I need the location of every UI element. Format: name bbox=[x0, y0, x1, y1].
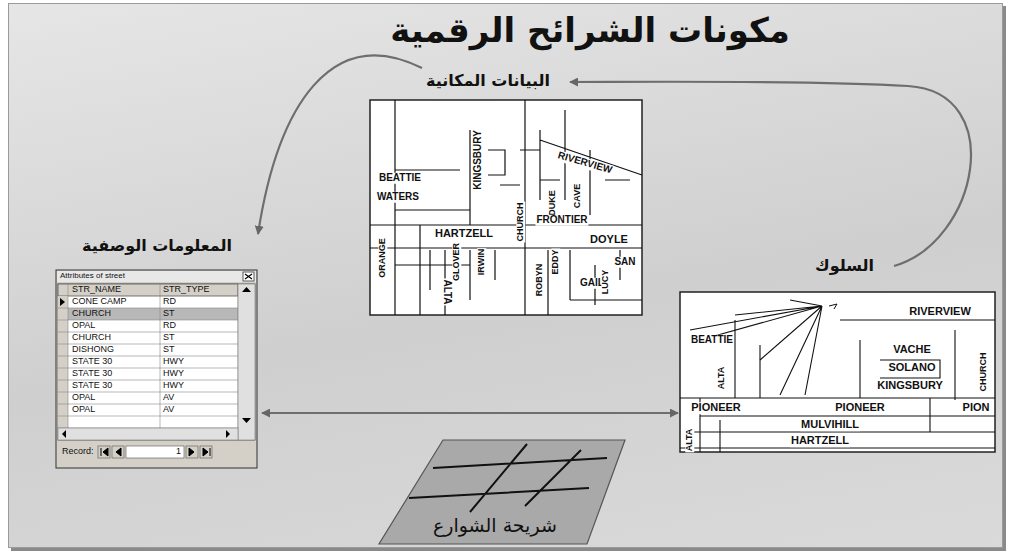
street-name: ALTA bbox=[442, 278, 453, 305]
street-name: EDDY bbox=[551, 248, 560, 275]
street-name: SOLANO bbox=[887, 362, 936, 374]
table-cell: RD bbox=[163, 297, 176, 306]
table-cell: OPAL bbox=[72, 393, 95, 402]
street-name: ORANGE bbox=[378, 237, 387, 279]
table-cell: CHURCH bbox=[72, 333, 111, 342]
street-map bbox=[370, 100, 642, 315]
street-name: ALTA bbox=[685, 428, 694, 453]
street-name: GLOVER bbox=[452, 242, 461, 282]
layer-label: شريحة الشوارع bbox=[433, 514, 557, 536]
table-cell: ST bbox=[163, 333, 175, 342]
street-name: KINGSBURY bbox=[876, 380, 944, 392]
table-cell: HWY bbox=[163, 357, 184, 366]
component-label: البيانات المكانية bbox=[426, 71, 550, 90]
street-name: LUCY bbox=[601, 269, 610, 296]
table-cell: Record: bbox=[62, 447, 94, 456]
street-name: DOYLE bbox=[589, 234, 629, 246]
table-cell: STATE 30 bbox=[72, 381, 112, 390]
street-name: PION bbox=[962, 402, 991, 414]
table-cell: OPAL bbox=[72, 405, 95, 414]
street-name: HARTZELL bbox=[434, 228, 494, 240]
street-name: HARTZELL bbox=[790, 435, 850, 447]
street-name: ALTA bbox=[717, 366, 726, 391]
table-cell: OPAL bbox=[72, 321, 95, 330]
street-name: PIONEER bbox=[690, 402, 742, 414]
street-name: BEATTIE bbox=[378, 173, 422, 184]
table-cell: ST bbox=[163, 345, 175, 354]
table-cell: STR_TYPE bbox=[163, 285, 210, 294]
street-name: DUKE bbox=[548, 189, 557, 217]
table-cell: RD bbox=[163, 321, 176, 330]
table-cell: DISHONG bbox=[72, 345, 114, 354]
table-cell: STATE 30 bbox=[72, 369, 112, 378]
street-name: RIVERVIEW bbox=[908, 306, 972, 318]
attribute-table bbox=[56, 270, 257, 468]
table-cell: AV bbox=[163, 405, 174, 414]
layer-sheet: شريحة الشوارع bbox=[375, 436, 630, 548]
table-cell: CONE CAMP bbox=[72, 297, 127, 306]
component-label: السلوك bbox=[815, 256, 874, 275]
component-label: المعلومات الوصفية bbox=[82, 236, 232, 255]
table-cell: CHURCH bbox=[72, 309, 111, 318]
table-cell: 1 bbox=[176, 447, 181, 456]
network-map bbox=[680, 292, 995, 452]
street-name: BEATTIE bbox=[690, 335, 734, 346]
table-cell: STATE 30 bbox=[72, 357, 112, 366]
table-cell: AV bbox=[163, 393, 174, 402]
table-cell: HWY bbox=[163, 369, 184, 378]
street-name: FRONTIER bbox=[535, 215, 588, 226]
street-name: WATERS bbox=[376, 192, 420, 203]
connector-arrow bbox=[262, 412, 678, 414]
street-name: CHURCH bbox=[979, 352, 988, 393]
street-name: PIONEER bbox=[834, 402, 886, 414]
street-name: IRWIN bbox=[477, 248, 486, 276]
diagram-title: مكونات الشرائح الرقمية bbox=[250, 10, 930, 50]
connector-arrow bbox=[258, 55, 422, 234]
table-cell: STR_NAME bbox=[72, 285, 121, 294]
street-name: KINGSBURY bbox=[473, 129, 484, 191]
table-cell: HWY bbox=[163, 381, 184, 390]
street-name: CAVE bbox=[573, 183, 582, 209]
table-cell: ST bbox=[163, 309, 175, 318]
connector-arrow bbox=[570, 82, 971, 266]
street-name: ROBYN bbox=[535, 263, 544, 298]
street-name: CHURCH bbox=[516, 202, 525, 243]
table-cell: Attributes of street bbox=[60, 272, 125, 280]
street-name: VACHE bbox=[892, 344, 932, 356]
street-name: SAN bbox=[613, 257, 636, 268]
street-name: MULVIHILL bbox=[800, 419, 860, 431]
section-label: البيانات المكانية bbox=[408, 68, 568, 96]
